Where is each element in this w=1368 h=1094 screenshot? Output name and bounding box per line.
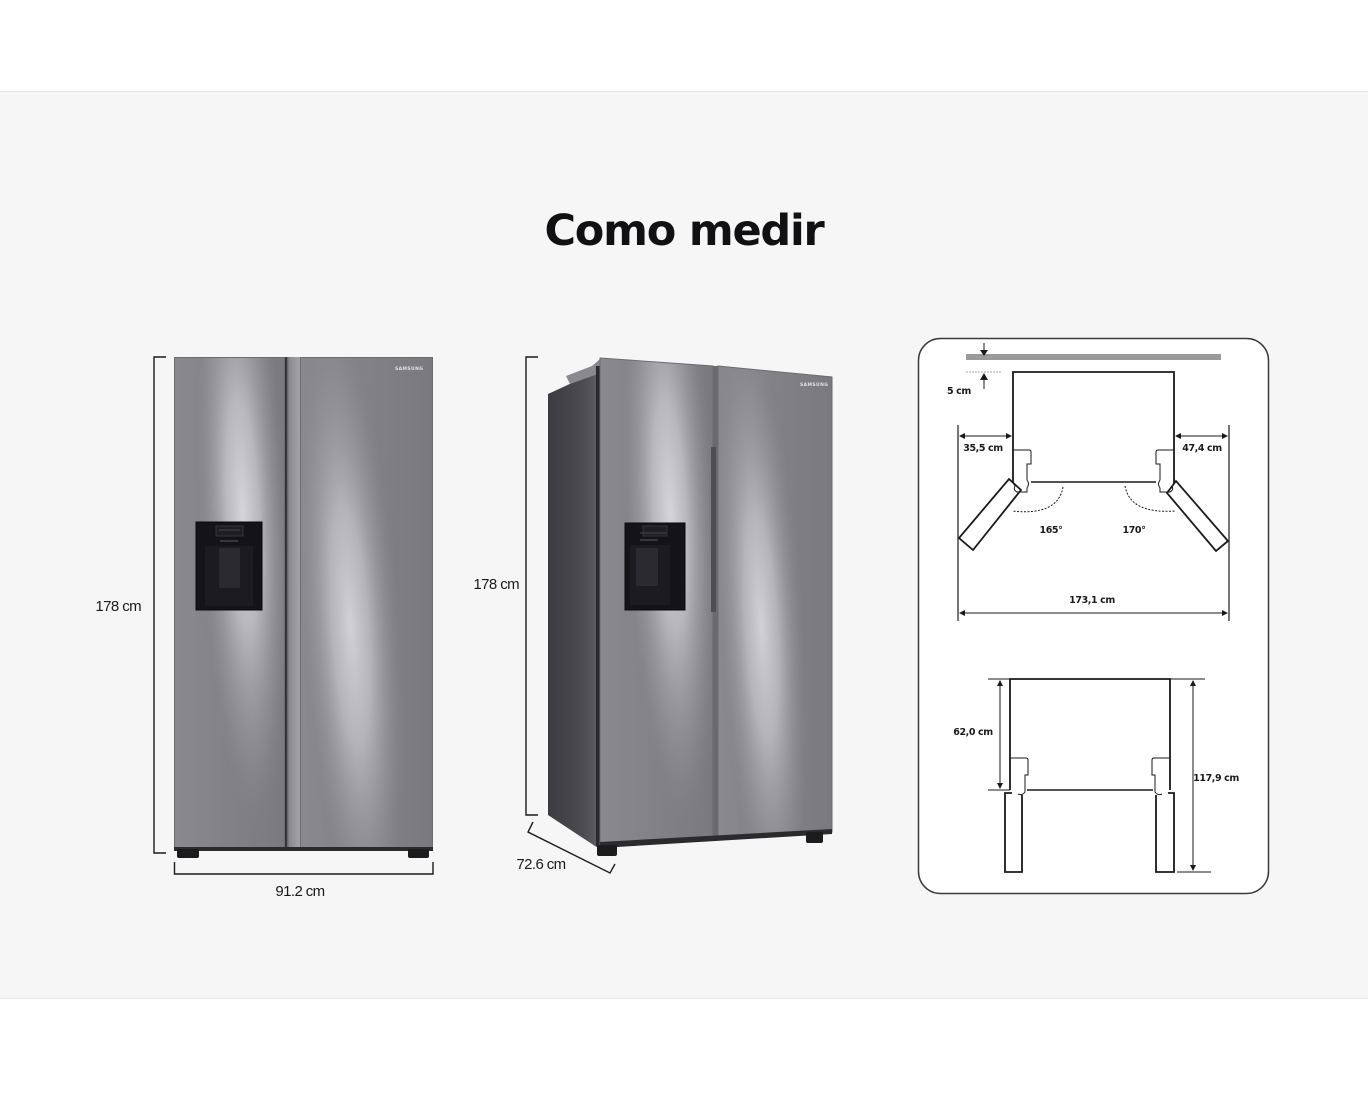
water-ice-dispenser	[195, 521, 263, 611]
depth-label: 72.6 cm	[516, 856, 565, 873]
front-width-dimension: 91.2 cm	[173, 862, 434, 900]
angled-dispenser	[624, 522, 686, 611]
side-panel	[548, 371, 598, 848]
front-right-foot	[408, 849, 429, 858]
front-height-dimension: 178 cm	[95, 356, 166, 854]
front-center-strip	[285, 357, 300, 848]
front-view-fridge: SAMSUNG	[174, 357, 433, 858]
left-door-closed	[1004, 792, 1023, 873]
depth-dimension: 72.6 cm	[516, 821, 616, 874]
left-door-angle-label: 165°	[1040, 525, 1063, 536]
door-depth-diagram	[988, 678, 1211, 873]
page-title: Como medir	[544, 206, 824, 256]
front-width-label: 91.2 cm	[275, 883, 324, 900]
right-clearance-label: 47,4 cm	[1182, 443, 1222, 454]
front-right-door	[300, 357, 433, 848]
total-width-label: 173,1 cm	[1069, 595, 1115, 606]
angled-right-foot	[806, 832, 823, 843]
body-depth-label: 62,0 cm	[953, 727, 993, 738]
right-door-angle-label: 170°	[1123, 525, 1146, 536]
front-left-foot	[177, 849, 199, 858]
clearance-diagram-panel: 5 cm 35,5 cm 47,4 cm 165° 170° 173,1 cm	[917, 337, 1270, 895]
left-clearance-label: 35,5 cm	[963, 443, 1003, 454]
right-door-closed	[1155, 792, 1175, 873]
total-depth-label: 117,9 cm	[1193, 773, 1239, 784]
right-door-open	[1165, 479, 1230, 553]
angled-height-dimension: 178 cm	[473, 356, 538, 816]
door-handle-recess	[711, 447, 716, 612]
top-rim	[566, 359, 604, 384]
brand-logo-angled: SAMSUNG	[800, 382, 828, 388]
angled-left-foot	[597, 845, 617, 856]
left-door-open	[957, 477, 1023, 552]
front-height-label: 178 cm	[95, 598, 141, 615]
brand-logo: SAMSUNG	[395, 366, 423, 372]
wall-gap-label: 5 cm	[947, 386, 971, 397]
angled-height-label: 178 cm	[473, 576, 519, 593]
angled-view-fridge: SAMSUNG	[548, 357, 833, 856]
angled-right-door	[717, 365, 833, 839]
wall	[966, 354, 1221, 360]
top-view-diagram	[957, 343, 1230, 621]
